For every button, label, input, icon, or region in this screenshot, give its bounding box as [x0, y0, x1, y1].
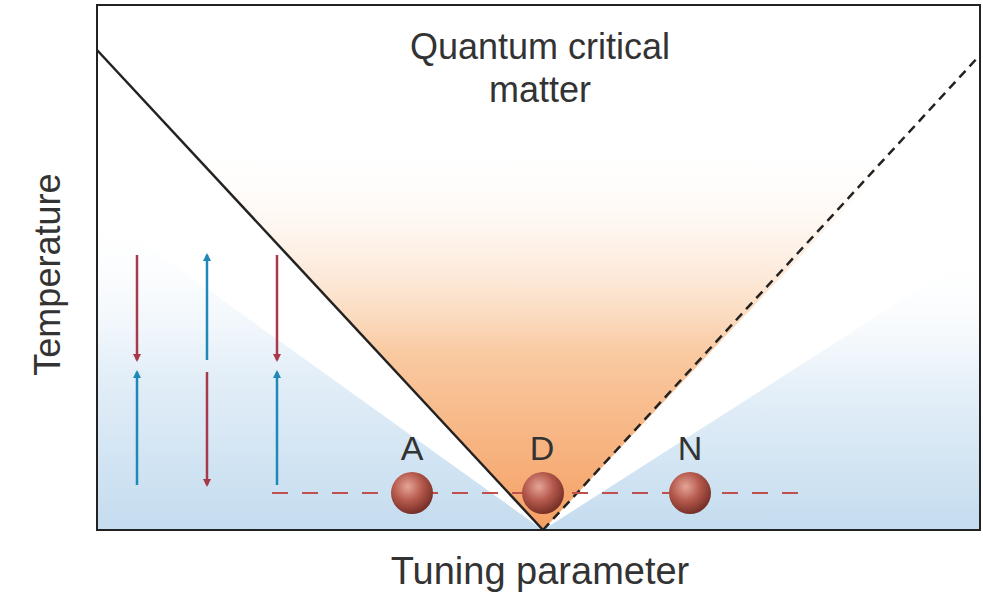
point-label: A [401, 428, 424, 469]
plot-frame [97, 5, 980, 530]
axis-label: Temperature [26, 174, 69, 376]
point-label: N [678, 428, 703, 469]
point-label: D [530, 428, 555, 469]
region-title: Quantum critical matter [380, 25, 700, 111]
phase-boundary [97, 50, 543, 530]
state-ball [669, 472, 711, 514]
axis-label: Tuning parameter [391, 549, 690, 595]
crossover-line [543, 55, 980, 530]
state-ball [522, 472, 564, 514]
state-ball [391, 472, 433, 514]
spin-arrows [137, 255, 277, 485]
critical-fan [180, 140, 910, 530]
